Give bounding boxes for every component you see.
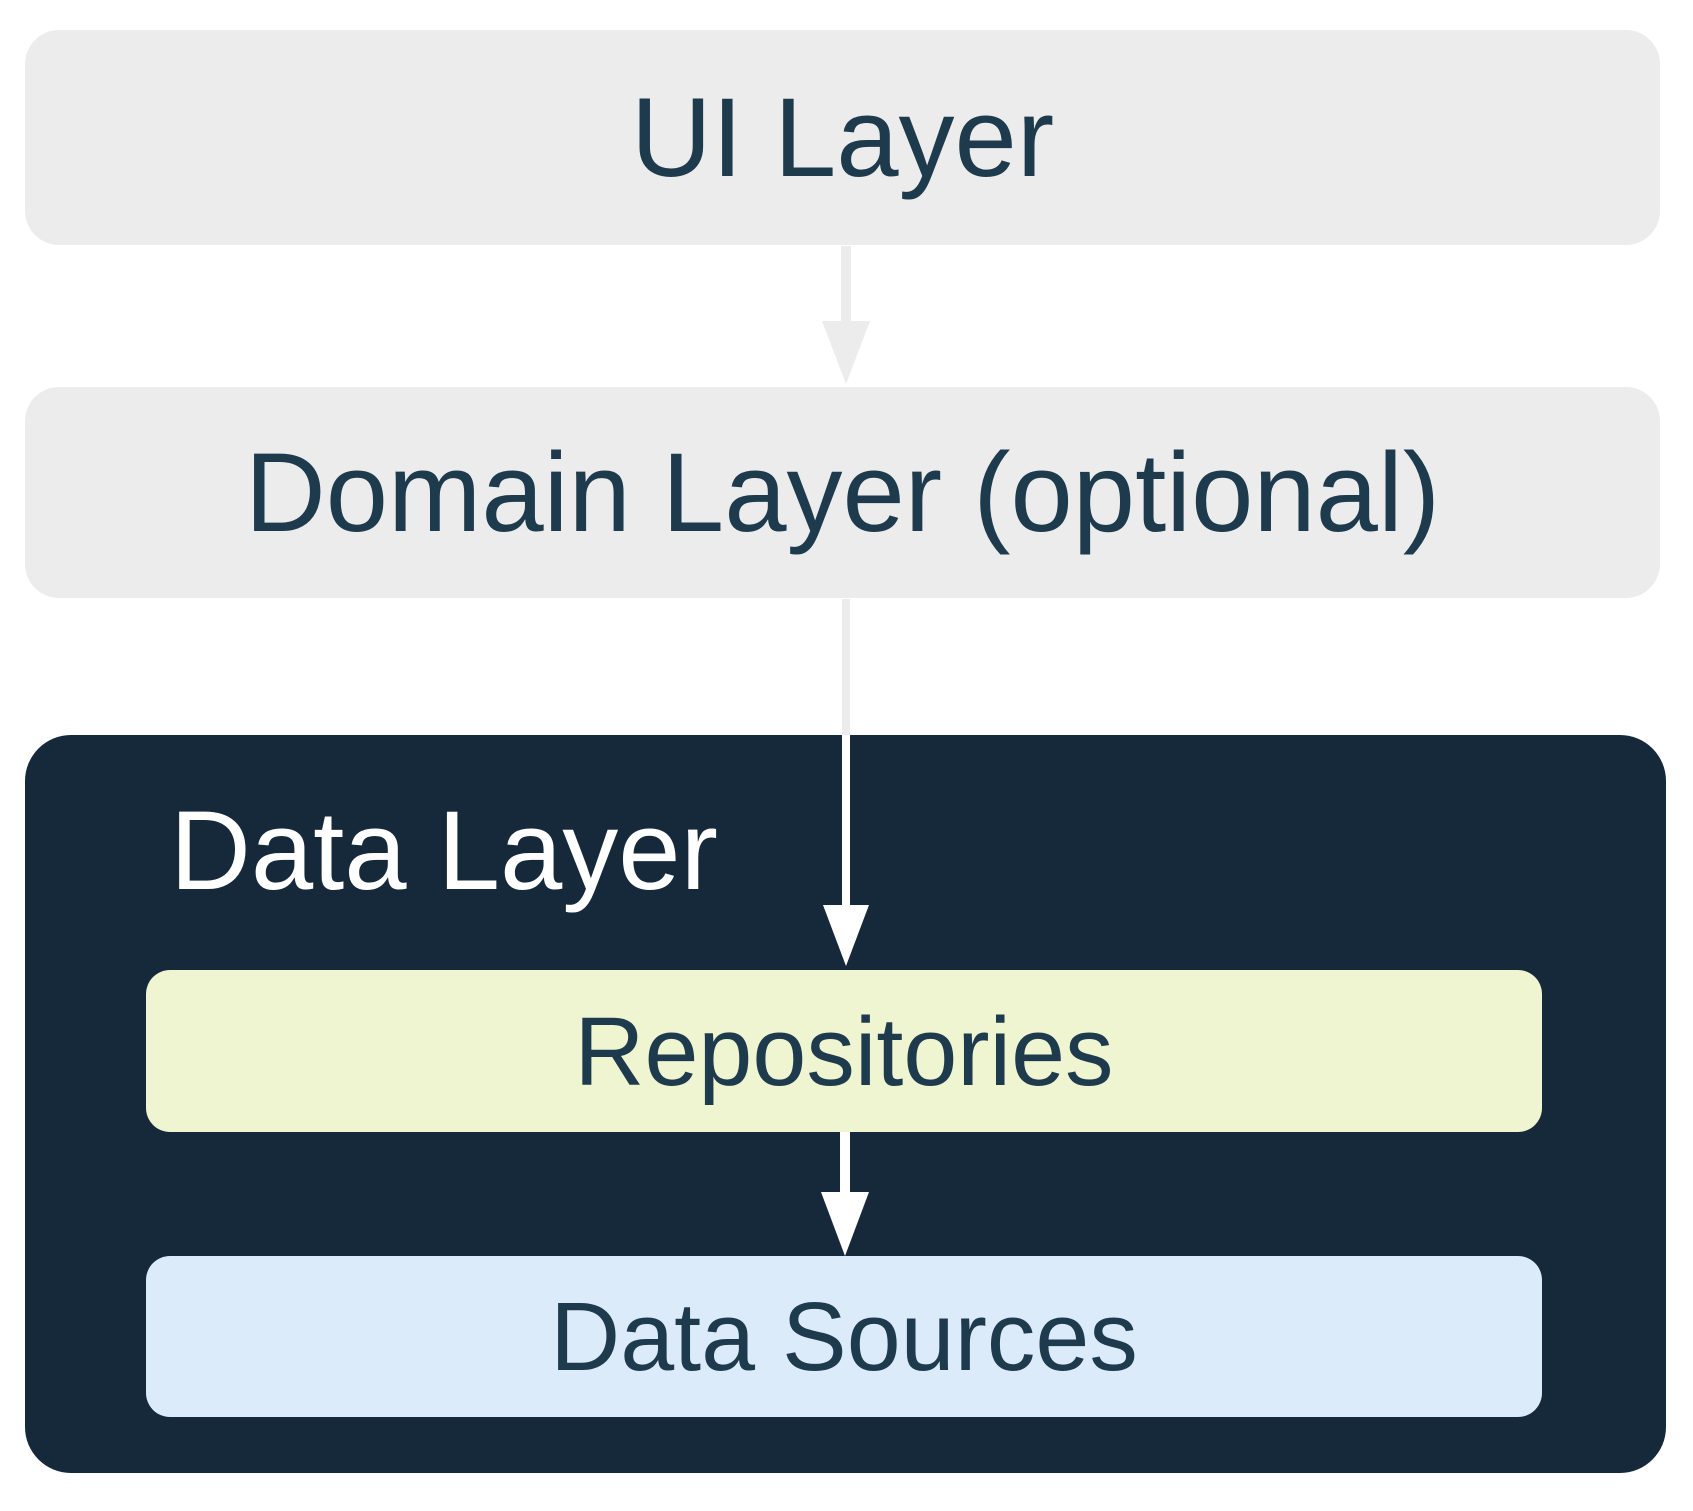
node-data-sources: Data Sources: [146, 1256, 1542, 1417]
node-repositories-label: Repositories: [574, 996, 1114, 1106]
node-ui-layer: UI Layer: [25, 30, 1660, 245]
node-repositories: Repositories: [146, 970, 1542, 1132]
node-ui-layer-label: UI Layer: [630, 74, 1055, 200]
node-data-sources-label: Data Sources: [550, 1282, 1138, 1391]
node-domain-layer-label: Domain Layer (optional): [244, 429, 1441, 555]
node-data-layer: Data Layer Repositories Data Sources: [25, 735, 1666, 1473]
node-data-layer-label: Data Layer: [170, 788, 718, 913]
arrow-ui-to-domain-head: [822, 321, 870, 384]
node-domain-layer: Domain Layer (optional): [25, 387, 1660, 598]
